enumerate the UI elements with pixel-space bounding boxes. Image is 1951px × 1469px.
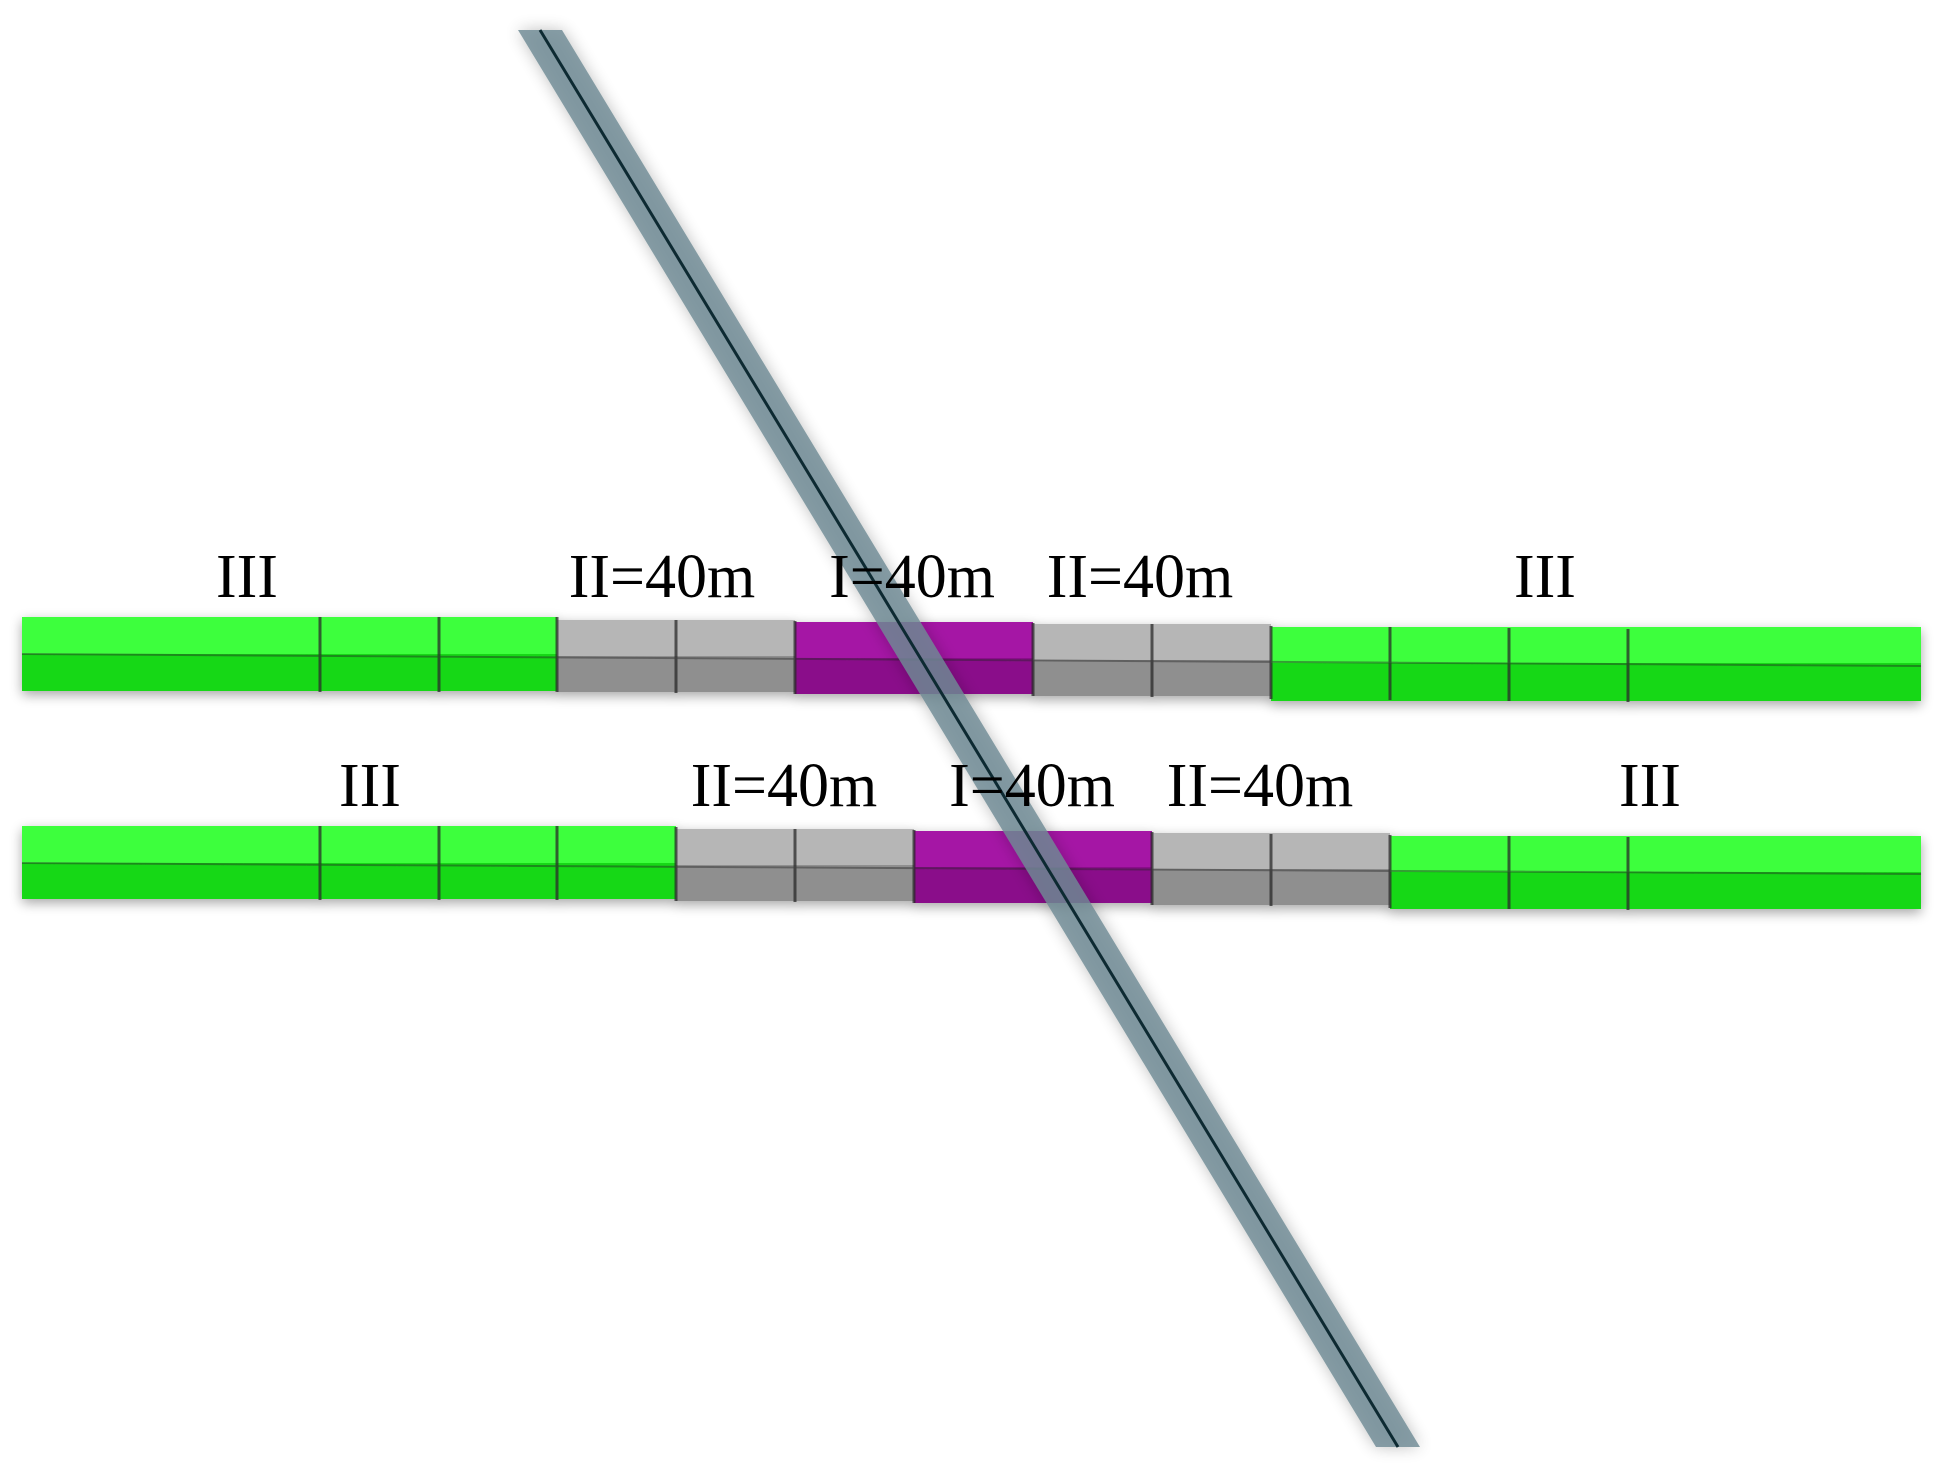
- lower-label-III-right: III: [1619, 752, 1681, 820]
- lower-tunnel: [21, 826, 1922, 910]
- upper-label-II-left: II=40m: [569, 543, 755, 611]
- segment-top: [1271, 627, 1921, 663]
- upper-label-III-left: III: [216, 543, 278, 611]
- upper-zone-III-right: [1271, 627, 1921, 701]
- upper-label-III-right: III: [1514, 543, 1576, 611]
- lower-zone-III-right: [1390, 836, 1921, 909]
- lower-label-II-right: II=40m: [1167, 752, 1353, 820]
- segment-top: [22, 826, 676, 863]
- upper-segment-joints: [21, 617, 1922, 702]
- lower-label-II-left: II=40m: [691, 752, 877, 820]
- segment-bottom: [1390, 872, 1921, 909]
- segment-top: [22, 617, 557, 654]
- upper-tunnel: [21, 617, 1922, 702]
- segment-top: [1390, 836, 1921, 872]
- lower-segment-joints: [21, 826, 1922, 910]
- upper-label-II-right: II=40m: [1047, 543, 1233, 611]
- crossing-tunnel: [518, 29, 1420, 1448]
- upper-zone-III-left: [22, 617, 557, 691]
- segment-bottom: [22, 654, 557, 691]
- upper-label-I: I=40m: [829, 543, 995, 611]
- lower-label-I: I=40m: [949, 752, 1115, 820]
- lower-zone-III-left: [22, 826, 676, 899]
- crossing-tunnel-centerline: [538, 29, 1400, 1448]
- lower-label-III-left: III: [339, 752, 401, 820]
- segment-bottom: [22, 863, 676, 899]
- segment-bottom: [1271, 663, 1921, 701]
